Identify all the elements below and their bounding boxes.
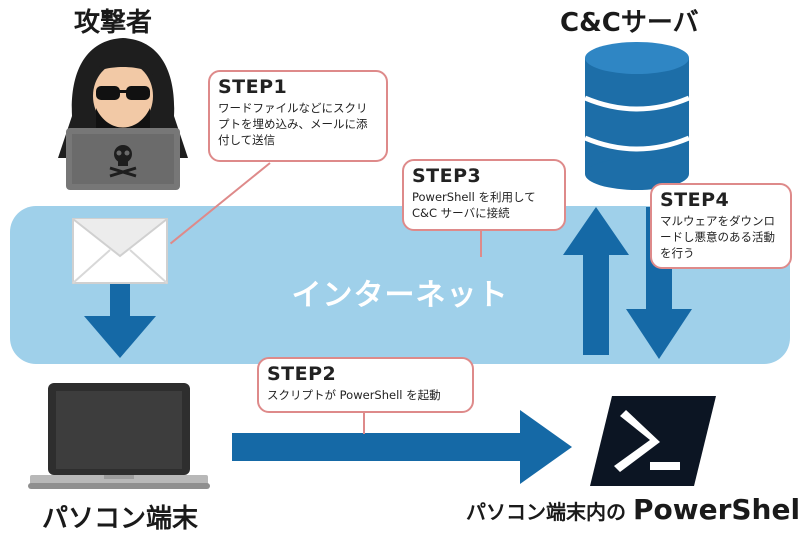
step4-heading: STEP4	[660, 189, 730, 211]
powershell-caption-main: PowerShell	[632, 493, 800, 526]
powershell-logo-icon	[590, 396, 716, 486]
step1-description: ワードファイルなどにスクリプトを埋め込み、メールに添付して送信	[218, 101, 368, 147]
powershell-caption: パソコン端末内の PowerShell	[466, 493, 800, 526]
internet-label: インターネット	[291, 278, 509, 313]
powershell-caption-prefix: パソコン端末内の	[466, 500, 626, 524]
step3-description: PowerShell を利用して C&C サーバに接続	[412, 190, 536, 220]
step1-heading: STEP1	[218, 76, 288, 98]
pc-title: パソコン端末	[42, 504, 199, 534]
laptop-icon	[28, 383, 210, 491]
step3-heading: STEP3	[412, 165, 482, 187]
step4-callout: STEP4 マルウェアをダウンロードし悪意のある活動を行う	[650, 183, 792, 269]
step2-heading: STEP2	[267, 363, 337, 385]
right-arrow-launch	[232, 410, 572, 484]
step2-callout: STEP2 スクリプトが PowerShell を起動	[257, 357, 474, 413]
envelope-icon	[72, 218, 168, 284]
down-arrow-email	[84, 284, 156, 358]
step1-callout: STEP1 ワードファイルなどにスクリプトを埋め込み、メールに添付して送信	[208, 70, 388, 162]
step2-description: スクリプトが PowerShell を起動	[267, 388, 441, 402]
attacker-title: 攻撃者	[74, 8, 153, 38]
step3-connector	[480, 231, 482, 257]
step3-callout: STEP3 PowerShell を利用して C&C サーバに接続	[402, 159, 566, 231]
database-server-icon	[583, 40, 691, 192]
hacker-icon	[48, 36, 198, 196]
step4-description: マルウェアをダウンロードし悪意のある活動を行う	[660, 214, 775, 260]
step2-connector	[363, 412, 365, 434]
server-title: C&Cサーバ	[560, 8, 699, 38]
up-arrow-connect	[563, 207, 629, 355]
